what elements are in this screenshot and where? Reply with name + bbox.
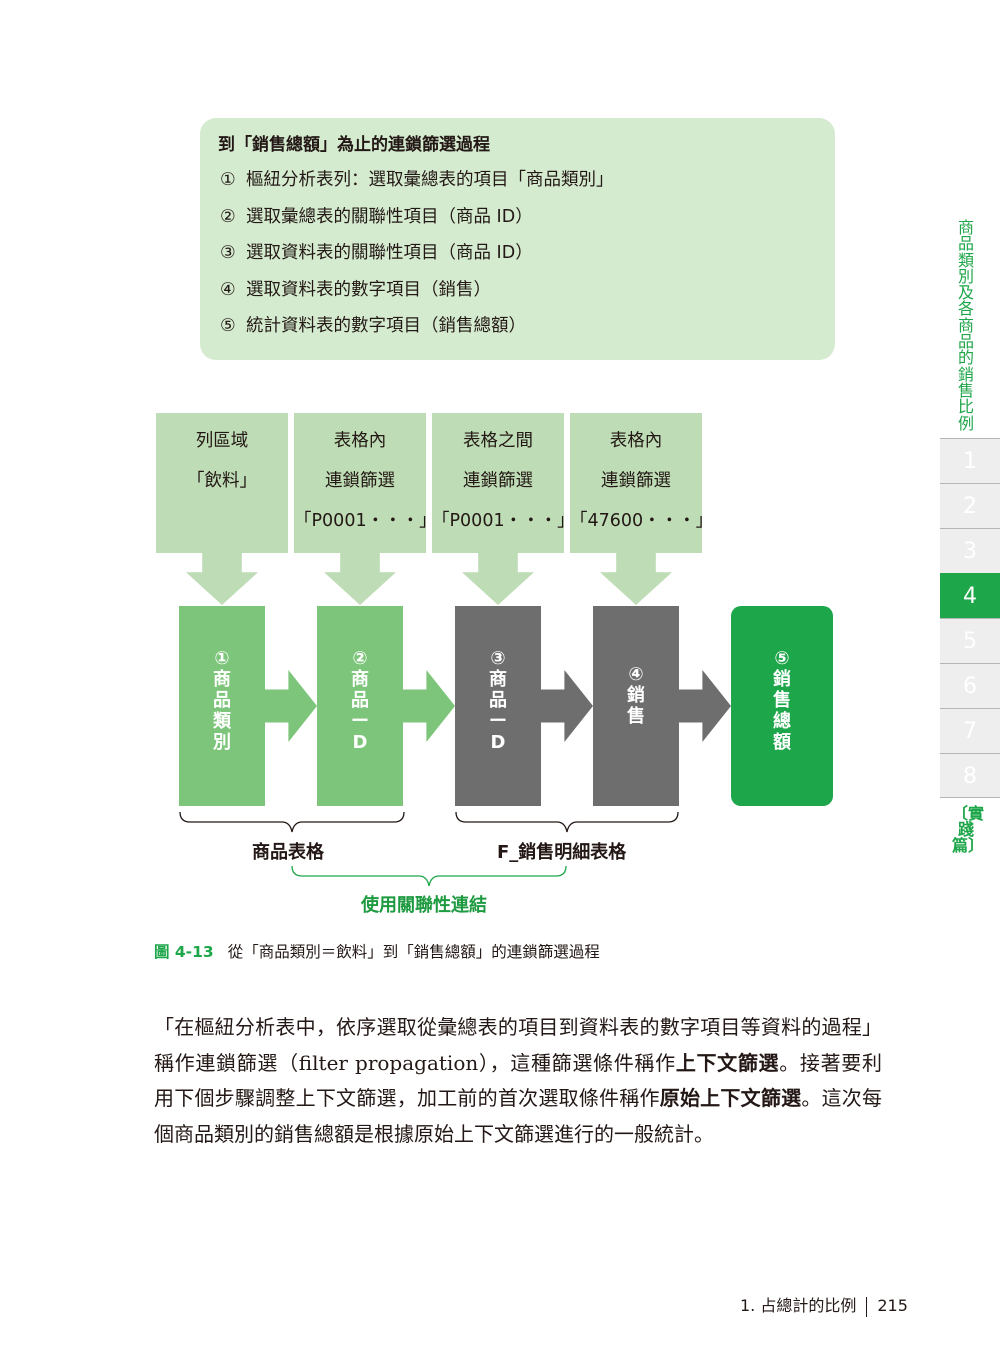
source-line: 表格內 — [333, 431, 387, 451]
node-label: 商 品 ー D — [489, 669, 507, 753]
side-part-label: 〔實踐篇〕 — [952, 804, 985, 855]
source-line: 「飲料」 — [187, 471, 257, 491]
source-line: 連鎖篩選 — [601, 471, 671, 491]
group-label-sales-detail-table: F_銷售明細表格 — [497, 842, 627, 863]
side-chapter-title: 商品類別及各商品的銷售比例 — [957, 218, 974, 433]
side-tab-1[interactable]: 1 — [940, 438, 1000, 483]
term-context-filter: 上下文篩選 — [675, 1050, 780, 1075]
node-number: ② — [352, 648, 368, 669]
node-label: 銷 售 — [627, 685, 645, 727]
node-number: ① — [214, 648, 230, 669]
source-line: 「P0001・・・」 — [294, 511, 437, 531]
summary-title: 到「銷售總額」為止的連鎖篩選過程 — [218, 135, 490, 155]
figure-number: 圖 4-13 — [154, 943, 214, 961]
right-arrow — [403, 670, 455, 742]
right-arrow — [679, 670, 731, 742]
source-box-row-area: 列區域 「飲料」 — [156, 413, 288, 553]
source-line: 連鎖篩選 — [325, 471, 395, 491]
body-paragraph: 「在樞紐分析表中，依序選取從彙總表的項目到資料表的數字項目等資料的過程」稱作連鎖… — [154, 1015, 883, 1146]
source-line: 「P0001・・・」 — [432, 511, 575, 531]
source-line: 列區域 — [195, 431, 249, 451]
node-label: 銷 售 總 額 — [773, 669, 791, 753]
figure-caption: 圖 4-13 從「商品類別＝飲料」到「銷售總額」的連鎖篩選過程 — [154, 940, 600, 962]
group-label-product-table: 商品表格 — [252, 842, 324, 863]
footer-separator — [866, 1296, 868, 1317]
side-tab-2[interactable]: 2 — [940, 483, 1000, 528]
page-number: 215 — [877, 1296, 908, 1315]
page-footer: 1. 占總計的比例 215 — [740, 1292, 918, 1317]
footer-section: 1. 占總計的比例 — [740, 1296, 857, 1315]
term-original-context-filter: 原始上下文篩選 — [659, 1086, 802, 1110]
source-box-in-table-2: 表格內 連鎖篩選 「47600・・・」 — [570, 413, 714, 553]
node-label: 商 品 ー D — [351, 669, 369, 753]
node-number: ⑤ — [774, 648, 790, 669]
node-number: ③ — [490, 648, 506, 669]
side-chapter-tabs: 1 2 3 4 5 6 7 8 — [940, 438, 1000, 798]
brace-product-table — [179, 811, 405, 833]
source-line: 「47600・・・」 — [570, 511, 714, 531]
source-box-in-table: 表格內 連鎖篩選 「P0001・・・」 — [294, 413, 437, 553]
side-tab-4[interactable]: 4 — [940, 573, 1000, 618]
down-arrow — [324, 553, 396, 605]
source-line: 表格之間 — [463, 431, 533, 451]
right-arrow — [541, 670, 593, 742]
side-tab-6[interactable]: 6 — [940, 663, 1000, 708]
source-line: 表格內 — [609, 431, 663, 451]
source-box-between-tables: 表格之間 連鎖篩選 「P0001・・・」 — [432, 413, 575, 553]
node-number: ④ — [628, 664, 644, 685]
brace-relation — [291, 865, 567, 887]
figure-caption-text: 從「商品類別＝飲料」到「銷售總額」的連鎖篩選過程 — [227, 943, 600, 961]
side-tab-8[interactable]: 8 — [940, 753, 1000, 798]
side-tab-5[interactable]: 5 — [940, 618, 1000, 663]
down-arrow — [462, 553, 534, 605]
brace-sales-detail-table — [455, 811, 679, 833]
down-arrow — [600, 553, 672, 605]
source-line: 連鎖篩選 — [463, 471, 533, 491]
node-label: 商 品 類 別 — [213, 669, 231, 753]
side-tab-3[interactable]: 3 — [940, 528, 1000, 573]
right-arrow — [265, 670, 317, 742]
relation-label: 使用關聯性連結 — [361, 895, 487, 916]
down-arrow — [186, 553, 258, 605]
side-tab-7[interactable]: 7 — [940, 708, 1000, 753]
